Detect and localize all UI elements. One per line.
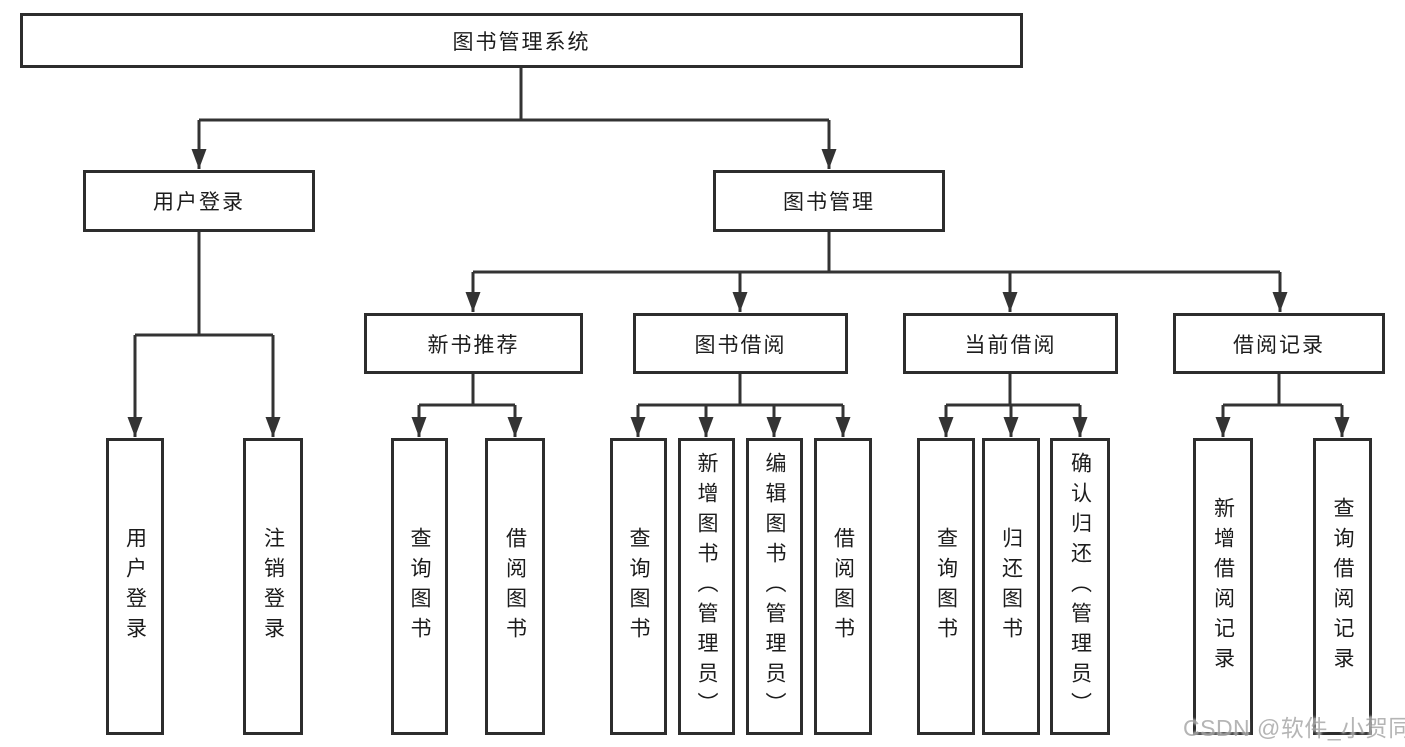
node-leaf-bb-edit-books: 编辑图书（管理员） bbox=[746, 438, 803, 735]
connector-trunk bbox=[135, 68, 1342, 407]
node-leaf-nbr-borrow-books: 借阅图书 bbox=[485, 438, 545, 735]
node-leaf-bb-query-books: 查询图书 bbox=[610, 438, 667, 735]
node-leaf-nbr-borrow-books-label: 借阅图书 bbox=[503, 526, 527, 647]
node-leaf-user-login-label: 用户登录 bbox=[123, 526, 147, 647]
node-user-login-branch: 用户登录 bbox=[83, 170, 315, 232]
node-leaf-bb-add-books: 新增图书（管理员） bbox=[678, 438, 735, 735]
node-leaf-cb-query-books-label: 查询图书 bbox=[934, 526, 958, 647]
node-leaf-bb-edit-books-label: 编辑图书（管理员） bbox=[763, 451, 787, 722]
node-leaf-br-query-record-label: 查询借阅记录 bbox=[1331, 496, 1355, 677]
node-leaf-nbr-query-books-label: 查询图书 bbox=[408, 526, 432, 647]
node-leaf-br-add-record-label: 新增借阅记录 bbox=[1211, 496, 1235, 677]
node-leaf-logout-label: 注销登录 bbox=[261, 526, 285, 647]
node-borrow-record: 借阅记录 bbox=[1173, 313, 1385, 374]
node-leaf-cb-return-books-label: 归还图书 bbox=[999, 526, 1023, 647]
node-book-borrow: 图书借阅 bbox=[633, 313, 848, 374]
node-new-book-recommend: 新书推荐 bbox=[364, 313, 583, 374]
node-current-borrow: 当前借阅 bbox=[903, 313, 1118, 374]
watermark-text: CSDN @软件_小贺同学 bbox=[1183, 715, 1405, 741]
node-leaf-cb-query-books: 查询图书 bbox=[917, 438, 975, 735]
node-leaf-bb-add-books-label: 新增图书（管理员） bbox=[695, 451, 719, 722]
node-leaf-bb-query-books-label: 查询图书 bbox=[627, 526, 651, 647]
node-root: 图书管理系统 bbox=[20, 13, 1023, 68]
node-book-management-branch: 图书管理 bbox=[713, 170, 945, 232]
node-leaf-cb-return-books: 归还图书 bbox=[982, 438, 1040, 735]
node-leaf-bb-borrow-books-label: 借阅图书 bbox=[831, 526, 855, 647]
node-leaf-user-login: 用户登录 bbox=[106, 438, 164, 735]
node-leaf-logout: 注销登录 bbox=[243, 438, 303, 735]
node-leaf-br-query-record: 查询借阅记录 bbox=[1313, 438, 1372, 735]
node-leaf-br-add-record: 新增借阅记录 bbox=[1193, 438, 1253, 735]
node-leaf-nbr-query-books: 查询图书 bbox=[391, 438, 448, 735]
node-leaf-cb-confirm-return-label: 确认归还（管理员） bbox=[1068, 451, 1092, 722]
node-leaf-cb-confirm-return: 确认归还（管理员） bbox=[1050, 438, 1110, 735]
node-leaf-bb-borrow-books: 借阅图书 bbox=[814, 438, 872, 735]
